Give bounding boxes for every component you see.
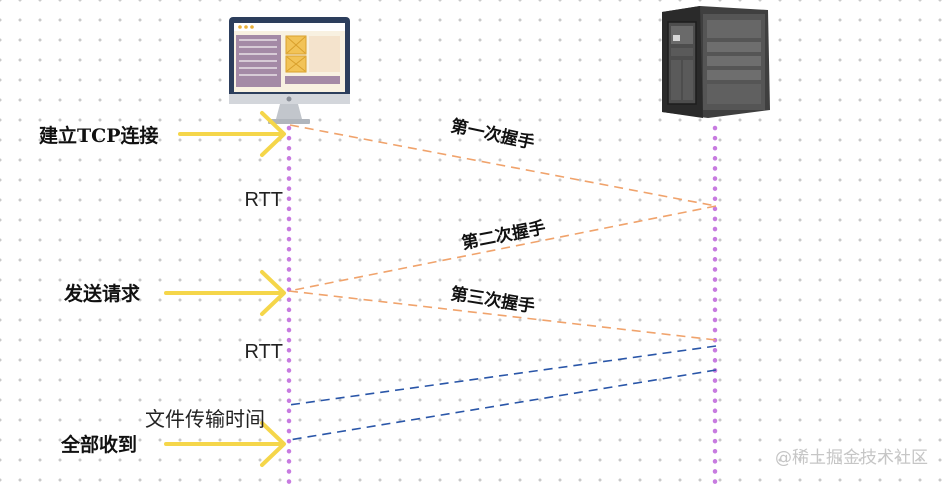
rtt-label-second: RTT — [244, 341, 283, 363]
rtt-label-first: RTT — [244, 189, 283, 211]
third-handshake-line — [288, 290, 717, 341]
send-request-arrow — [164, 270, 286, 316]
data-transfer-line-end — [288, 369, 717, 441]
transfer-time-label: 文件传输时间 — [145, 408, 265, 431]
first-handshake-line — [289, 124, 717, 207]
second-handshake-line — [288, 205, 717, 292]
all-received-arrow — [164, 421, 286, 467]
server-tower-icon — [662, 6, 770, 118]
establish-tcp-arrow — [178, 111, 286, 157]
establish-tcp-label: 建立TCP连接 — [39, 124, 159, 147]
send-request-label: 发送请求 — [63, 282, 141, 305]
data-transfer-line-start — [288, 345, 717, 406]
third-handshake-label: 第三次握手 — [449, 283, 536, 317]
all-received-label: 全部收到 — [60, 433, 137, 456]
watermark-text: @稀土掘金技术社区 — [775, 448, 928, 468]
first-handshake-label: 第一次握手 — [449, 115, 537, 153]
desktop-computer-icon — [229, 17, 350, 124]
